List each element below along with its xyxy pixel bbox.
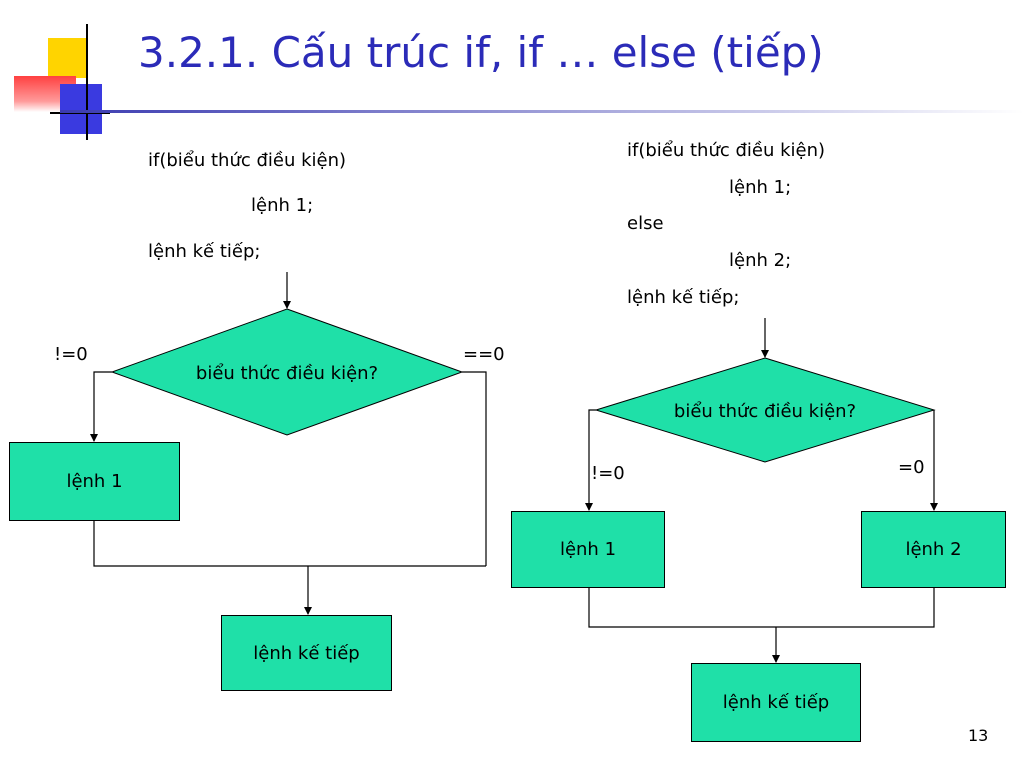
- left-condition-diamond: [110, 308, 464, 436]
- left-code-line-3: lệnh kế tiếp;: [148, 241, 261, 262]
- title-decoration-vline: [86, 24, 88, 140]
- left-false-branch-line: [462, 371, 487, 566]
- right-true-label: !=0: [591, 463, 625, 484]
- right-code-line-4: lệnh 2;: [729, 250, 792, 271]
- right-condition-text: biểu thức điều kiện?: [674, 401, 856, 422]
- right-merge-line: [588, 588, 935, 628]
- left-code-line-2: lệnh 1;: [251, 195, 314, 216]
- right-true-branch-line: [585, 409, 596, 511]
- right-code-line-2: lệnh 1;: [729, 177, 792, 198]
- right-code-line-1: if(biểu thức điều kiện): [627, 140, 826, 161]
- slide-title: 3.2.1. Cấu trúc if, if … else (tiếp): [138, 28, 824, 77]
- left-false-label: ==0: [463, 344, 505, 365]
- left-true-branch-line: [90, 371, 112, 442]
- right-stmt2-box: lệnh 2: [861, 511, 1006, 588]
- left-next-box: lệnh kế tiếp: [221, 615, 392, 691]
- title-decoration-yellow: [48, 38, 88, 78]
- right-false-label: =0: [898, 457, 925, 478]
- title-decoration-hline: [50, 112, 110, 114]
- title-underline: [60, 110, 1024, 113]
- left-code-line-1: if(biểu thức điều kiện): [148, 150, 347, 171]
- right-code-line-3: else: [627, 213, 664, 234]
- right-next-box: lệnh kế tiếp: [691, 663, 861, 742]
- title-decoration-blue: [60, 84, 102, 134]
- right-code-line-5: lệnh kế tiếp;: [627, 287, 740, 308]
- right-stmt1-box: lệnh 1: [511, 511, 665, 588]
- page-number: 13: [968, 726, 989, 745]
- left-stmt1-exit-line: [93, 521, 486, 567]
- left-stmt1-box: lệnh 1: [9, 442, 180, 521]
- right-condition-diamond: [594, 357, 936, 463]
- left-condition-text: biểu thức điều kiện?: [196, 363, 378, 384]
- left-true-label: !=0: [54, 344, 88, 365]
